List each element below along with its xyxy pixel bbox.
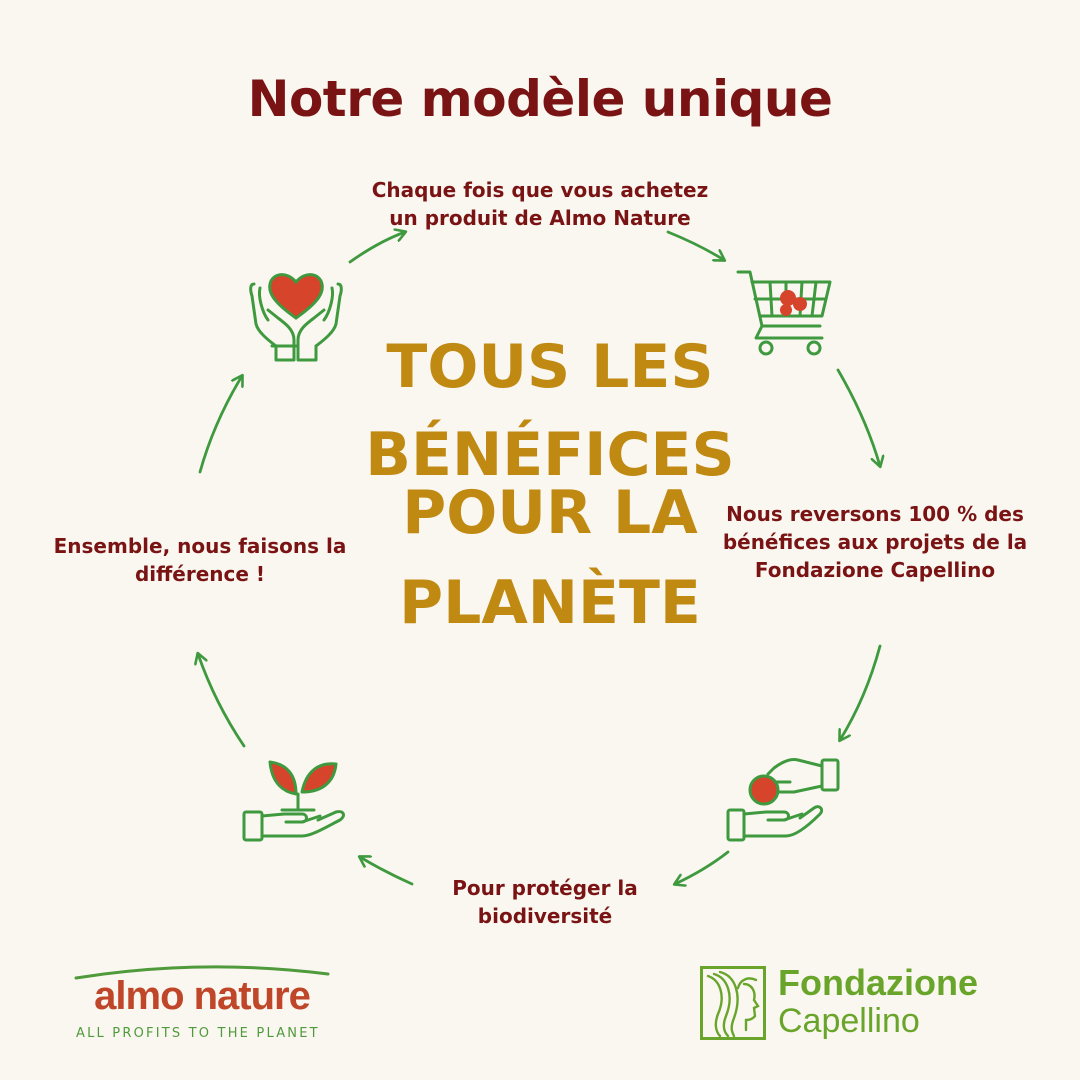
- arrow-sprout-to-together: [198, 654, 246, 748]
- center-line-3: POUR LA: [402, 478, 698, 548]
- sprout-hand-icon: [240, 754, 356, 850]
- center-line-4: PLANÈTE: [399, 568, 701, 638]
- arrow-buy-to-cart: [666, 230, 724, 260]
- almo-swoosh-icon: [74, 965, 330, 980]
- arrow-donate-to-coin: [840, 644, 882, 740]
- arrow-together-to-heart: [198, 376, 242, 474]
- step-buy-text: Chaque fois que vous achetez un produit …: [371, 178, 709, 230]
- shopping-cart-icon: [736, 266, 834, 364]
- arrow-cart-to-donate: [836, 368, 880, 466]
- fondazione-wordmark-line1: Fondazione: [778, 962, 978, 1003]
- center-line-1: TOUS LES: [386, 332, 714, 402]
- center-line-2: BÉNÉFICES: [365, 420, 735, 490]
- page-title: Notre modèle unique: [247, 70, 833, 128]
- arrow-heart-to-buy: [348, 232, 405, 264]
- arrow-coin-to-protect: [675, 850, 730, 884]
- almo-nature-logo: almo nature ALL PROFITS TO THE PLANET: [72, 960, 332, 1050]
- giving-coin-hands-icon: [724, 752, 844, 848]
- almo-nature-tagline: ALL PROFITS TO THE PLANET: [76, 1026, 320, 1041]
- almo-nature-wordmark: almo nature: [94, 974, 311, 1018]
- step-together-text: Ensemble, nous faisons la différence !: [53, 534, 347, 586]
- step-donate-text: Nous reversons 100 % des bénéfices aux p…: [722, 502, 1028, 582]
- arrow-protect-to-sprout: [360, 857, 414, 886]
- fondazione-wordmark-line2: Capellino: [778, 1002, 920, 1040]
- fondazione-emblem-icon: [700, 966, 766, 1044]
- heart-hands-icon: [246, 262, 346, 366]
- step-protect-text: Pour protéger la biodiversité: [452, 876, 638, 928]
